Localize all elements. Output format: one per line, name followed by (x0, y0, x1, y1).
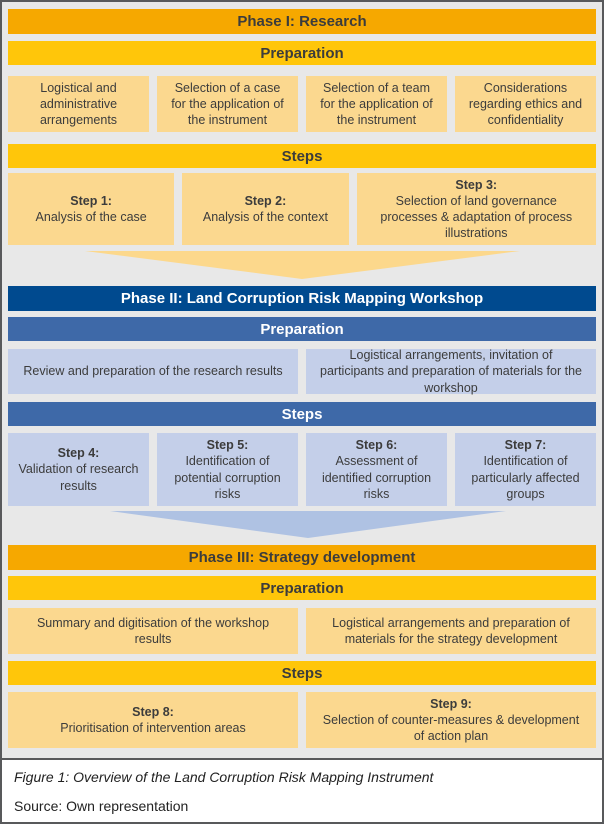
figure-caption-title: Figure 1: Overview of the Land Corruptio… (14, 769, 434, 785)
step-box: Step 1: Analysis of the case (8, 173, 175, 245)
step-title: Step 7: (504, 438, 547, 452)
phase1-down-arrow-icon (8, 251, 596, 279)
phase1-preparation-label: Preparation (260, 44, 344, 62)
step-box: Step 9: Selection of counter-measures & … (306, 692, 596, 748)
step-title: Step 6: (355, 438, 398, 452)
phase1-steps-bar: Steps (8, 144, 596, 168)
step-desc: Prioritisation of intervention areas (60, 721, 246, 735)
phase1-title: Phase I: Research (237, 13, 367, 30)
phase2-preparation-label: Preparation (260, 320, 344, 338)
process-diagram: Phase I: Research Preparation Logistical… (2, 2, 602, 758)
prep-box: Logistical arrangements and preparation … (306, 608, 596, 654)
prep-box: Logistical and administrative arrangemen… (8, 76, 149, 132)
step-desc: Assessment of identified corruption risk… (321, 454, 432, 501)
step-desc: Identification of potential corruption r… (174, 454, 281, 501)
step-desc: Selection of counter-measures & developm… (322, 712, 580, 744)
phase2-preparation-row: Review and preparation of the research r… (8, 348, 596, 395)
phase3-steps-row: Step 8: Prioritisation of intervention a… (8, 692, 596, 748)
prep-box: Considerations regarding ethics and conf… (455, 76, 596, 132)
step-box: Step 8: Prioritisation of intervention a… (8, 692, 298, 748)
step-box: Step 7: Identification of particularly a… (455, 433, 596, 506)
figure-caption: Figure 1: Overview of the Land Corruptio… (2, 758, 602, 822)
phase3-steps-bar: Steps (8, 661, 596, 685)
phase2-header: Phase II: Land Corruption Risk Mapping W… (8, 286, 596, 311)
phase1-steps-row: Step 1: Analysis of the case Step 2: Ana… (8, 173, 596, 245)
step-title: Step 5: (206, 438, 249, 452)
phase1-preparation-bar: Preparation (8, 41, 596, 65)
prep-box-text: Logistical arrangements, invitation of p… (320, 348, 582, 395)
phase2-steps-bar: Steps (8, 402, 596, 426)
prep-box-text: Logistical arrangements and preparation … (332, 615, 570, 646)
prep-box: Selection of a case for the application … (157, 76, 298, 132)
prep-box-text: Selection of a case for the application … (171, 80, 284, 128)
step-box: Step 6: Assessment of identified corrupt… (306, 433, 447, 506)
figure-caption-source: Source: Own representation (14, 798, 189, 814)
step-desc: Selection of land governance processes &… (380, 193, 573, 241)
phase3-preparation-row: Summary and digitisation of the workshop… (8, 608, 596, 654)
prep-box-text: Considerations regarding ethics and conf… (468, 80, 583, 128)
phase1-preparation-row: Logistical and administrative arrangemen… (8, 76, 596, 132)
prep-box-text: Logistical and administrative arrangemen… (39, 80, 118, 128)
step-desc: Analysis of the case (35, 210, 147, 224)
prep-box: Logistical arrangements, invitation of p… (306, 348, 596, 395)
step-box: Step 2: Analysis of the context (182, 173, 349, 245)
step-title: Step 1: (70, 193, 112, 208)
phase1-steps-label: Steps (281, 147, 323, 165)
prep-box-text: Summary and digitisation of the workshop… (36, 615, 270, 646)
phase2-preparation-bar: Preparation (8, 317, 596, 341)
step-title: Step 3: (455, 177, 498, 192)
prep-box: Summary and digitisation of the workshop… (8, 608, 298, 654)
phase3-header: Phase III: Strategy development (8, 545, 596, 570)
phase2-steps-label: Steps (281, 405, 323, 423)
step-title: Step 4: (57, 446, 100, 461)
step-desc: Identification of particularly affected … (471, 454, 580, 501)
phase1-header: Phase I: Research (8, 9, 596, 34)
prep-box: Review and preparation of the research r… (8, 349, 298, 394)
prep-box: Selection of a team for the application … (306, 76, 447, 132)
step-title: Step 8: (132, 704, 174, 719)
prep-box-text: Review and preparation of the research r… (23, 364, 283, 379)
step-box: Step 4: Validation of research results (8, 433, 149, 506)
phase2-down-arrow-icon (8, 511, 596, 538)
prep-box-text: Selection of a team for the application … (320, 80, 433, 128)
step-box: Step 5: Identification of potential corr… (157, 433, 298, 506)
step-box: Step 3: Selection of land governance pro… (356, 173, 596, 245)
step-title: Step 9: (430, 696, 472, 711)
phase2-title: Phase II: Land Corruption Risk Mapping W… (120, 290, 484, 307)
step-desc: Analysis of the context (202, 210, 328, 224)
phase3-preparation-bar: Preparation (8, 576, 596, 600)
step-desc: Validation of research results (18, 462, 139, 493)
phase3-steps-label: Steps (281, 664, 323, 682)
phase2-steps-row: Step 4: Validation of research results S… (8, 433, 596, 506)
phase3-title: Phase III: Strategy development (188, 549, 416, 566)
step-title: Step 2: (244, 193, 287, 208)
phase3-preparation-label: Preparation (260, 579, 344, 597)
